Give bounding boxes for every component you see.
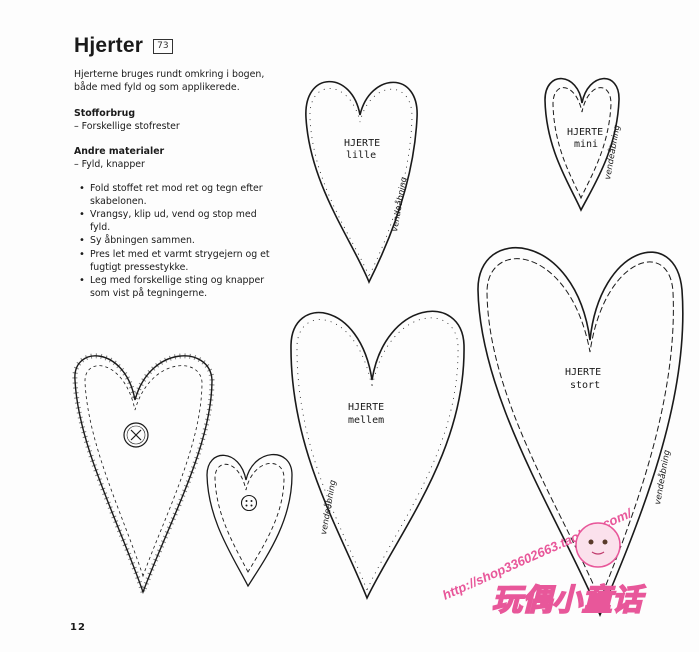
- heart-sublabel: stort: [570, 380, 600, 391]
- section-heading: Andre materialer: [74, 146, 165, 157]
- section-text: – Forskellige stofrester: [74, 121, 180, 132]
- list-item: Pres let med et varmt strygejern og et f…: [79, 249, 274, 274]
- section-heading: Stofforbrug: [74, 108, 136, 119]
- page-title: Hjerter: [74, 34, 144, 57]
- page-number: 12: [70, 622, 86, 633]
- decorated-heart-large: [72, 353, 215, 600]
- list-item: Leg med forskellige sting og knapper som…: [79, 275, 274, 300]
- heart-template-lille: HJERTE lille vendeåbning: [305, 80, 418, 284]
- list-item: Fold stoffet ret mod ret og tegn efter s…: [79, 183, 274, 208]
- list-item: Vrangsy, klip ud, vend og stop med fyld.: [79, 209, 274, 234]
- heart-template-mellem: HJERTE mellem vendeåbning: [290, 310, 465, 600]
- opening-label: vendeåbning: [389, 175, 410, 232]
- heart-sublabel: lille: [346, 150, 376, 161]
- heart-sublabel: mini: [574, 139, 598, 150]
- instructions-column: Hjerter 73 Hjerterne bruges rundt omkrin…: [74, 34, 274, 301]
- heart-label: HJERTE: [348, 402, 384, 413]
- opening-label: vendeåbning: [652, 448, 673, 505]
- heart-sublabel: mellem: [348, 415, 384, 426]
- heart-label: HJERTE: [567, 127, 603, 138]
- button-icon: [240, 494, 258, 512]
- opening-label: vendeåbning: [602, 123, 623, 180]
- doll-logo-icon: [575, 522, 621, 568]
- button-icon: [123, 422, 149, 448]
- steps-list: Fold stoffet ret mod ret og tegn efter s…: [74, 183, 274, 300]
- heart-label: HJERTE: [565, 367, 601, 378]
- watermark-brand: 玩偶小童话: [492, 583, 646, 617]
- heart-template-mini: HJERTE mini vendeåbning: [544, 77, 623, 212]
- title-row: Hjerter 73: [74, 34, 274, 58]
- page-reference-badge: 73: [153, 38, 173, 54]
- list-item: Sy åbningen sammen.: [79, 235, 274, 248]
- section-text: – Fyld, knapper: [74, 159, 145, 170]
- heart-label: HJERTE: [344, 138, 380, 149]
- watermark: http://shop33602663.taobao.com/ 玩偶小童话: [440, 505, 647, 618]
- intro-text: Hjerterne bruges rundt omkring i bogen, …: [74, 69, 265, 93]
- decorated-heart-small: [206, 453, 293, 588]
